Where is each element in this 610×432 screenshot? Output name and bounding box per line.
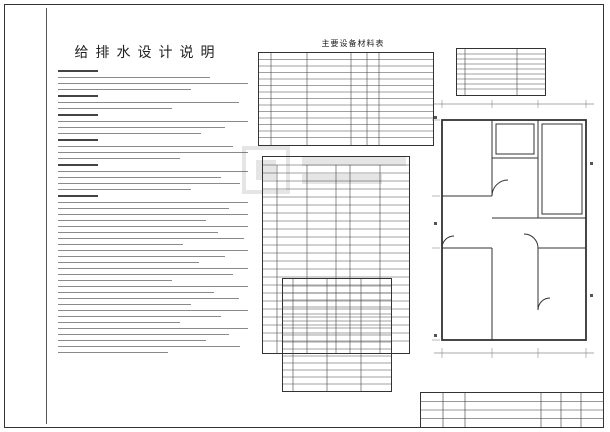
sheet-frame [4,4,604,428]
watermark-logo [242,146,406,194]
floor-plan-drawing [430,98,598,360]
equipment-table [258,52,434,146]
equipment-table-title: 主要设备材料表 [321,39,385,48]
title-block [420,392,604,428]
document-title: 给排水设计说明 [74,45,222,61]
design-notes [58,70,248,358]
pipe-table [262,156,410,354]
symbol-table [456,48,546,96]
legend-table [282,278,392,392]
left-margin-strip [8,8,47,424]
